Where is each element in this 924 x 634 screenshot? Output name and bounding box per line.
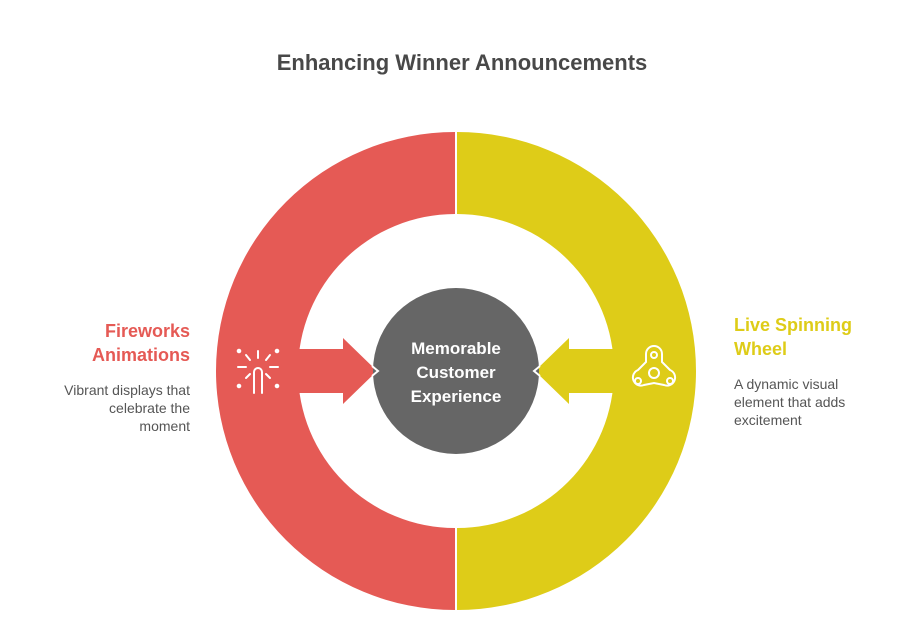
right-item-description: A dynamic visual element that adds excit…	[734, 375, 914, 429]
center-label-line-3: Experience	[411, 387, 502, 406]
left-title-line-2: Animations	[91, 345, 190, 365]
right-item-title: Live Spinning Wheel	[734, 313, 914, 361]
left-item-title: Fireworks Animations	[30, 319, 190, 367]
left-arrow	[296, 338, 377, 404]
right-arrow	[535, 338, 616, 404]
right-desc-line-3: excitement	[734, 412, 802, 428]
center-circle	[373, 288, 539, 454]
center-label-line-1: Memorable	[411, 339, 501, 358]
left-desc-line-1: Vibrant displays that	[64, 382, 190, 398]
left-ring-segment	[216, 132, 455, 610]
fidget-spinner-icon	[631, 345, 677, 387]
right-desc-line-2: element that adds	[734, 394, 846, 410]
right-arrow-tip-outline	[532, 365, 541, 377]
left-item-description: Vibrant displays that celebrate the mome…	[30, 381, 190, 435]
left-title-line-1: Fireworks	[104, 321, 190, 341]
right-ring-segment	[457, 132, 696, 610]
diagram-title: Enhancing Winner Announcements	[276, 50, 648, 75]
right-title-line-2: Wheel	[734, 339, 788, 359]
right-title-line-1: Live Spinning	[734, 315, 853, 335]
left-desc-line-2: celebrate the	[109, 400, 190, 416]
right-desc-line-1: A dynamic visual	[734, 376, 839, 392]
center-label-line-2: Customer	[416, 363, 496, 382]
left-desc-line-3: moment	[139, 418, 190, 434]
fireworks-icon	[236, 348, 280, 394]
left-arrow-tip-outline	[371, 365, 380, 377]
